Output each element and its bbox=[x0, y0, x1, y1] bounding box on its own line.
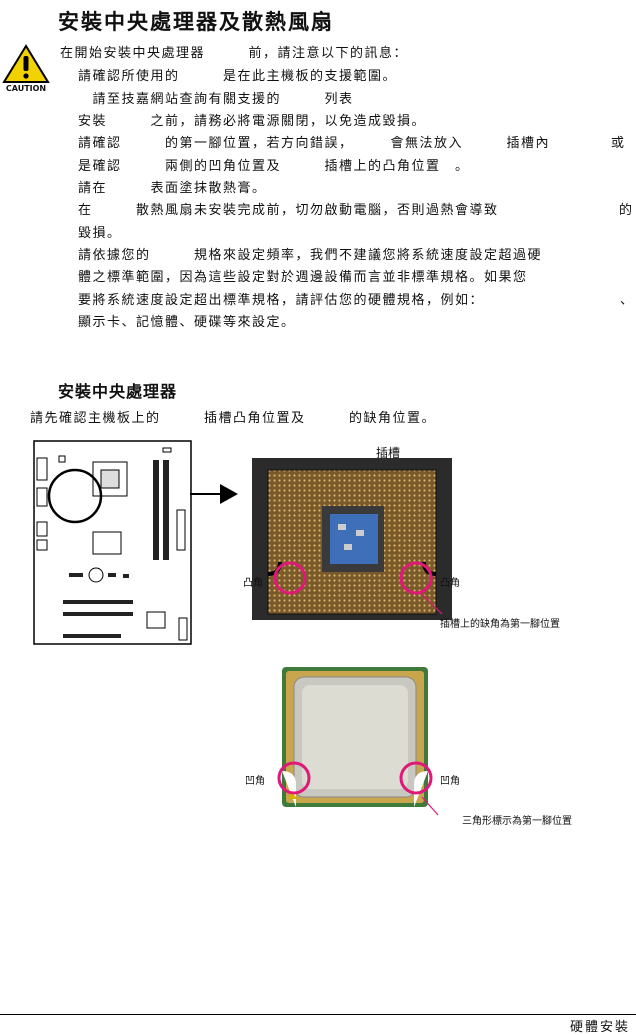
caution-line: 顯示卡、記憶體、硬碟等來設定。 bbox=[78, 315, 296, 330]
cpu-right-notch-highlight bbox=[399, 761, 433, 795]
motherboard-diagram bbox=[33, 440, 192, 645]
socket-label: 插槽 bbox=[376, 446, 401, 460]
caution-line: 請在 表面塗抹散熱膏。 bbox=[78, 181, 267, 196]
caution-icon: CAUTION bbox=[2, 44, 50, 98]
cpu-image bbox=[282, 667, 428, 807]
pointer-line bbox=[421, 593, 443, 615]
caution-line: 是確認 兩側的凹角位置及 插槽上的凸角位置 。 bbox=[78, 159, 470, 174]
caution-line: 安裝 之前，請務必將電源關閉，以免造成毀損。 bbox=[78, 114, 427, 129]
footer-label: 硬體安裝 bbox=[569, 1020, 630, 1035]
footer-rule bbox=[0, 1014, 636, 1015]
caution-line: 請至技嘉網站查詢有關支援的 列表 bbox=[78, 92, 354, 107]
cpu-right-notch-label: 凹角 bbox=[440, 776, 460, 787]
right-key-highlight bbox=[399, 561, 433, 595]
cpu-pin1-note: 三角形標示為第一腳位置 bbox=[462, 816, 572, 827]
cpu-left-notch-highlight bbox=[277, 761, 311, 795]
caution-line: 請確認 的第一腳位置，若方向錯誤， 會無法放入 插槽內 bbox=[78, 136, 551, 151]
caution-line: 請依據您的 規格來設定頻率，我們不建議您將系統速度設定超過硬 bbox=[78, 248, 543, 263]
caution-line: 體之標準範圍，因為這些設定對於週邊設備而言並非標準規格。如果您 bbox=[78, 270, 528, 285]
arrow-icon bbox=[190, 484, 238, 504]
caution-line: 毀損。 bbox=[78, 226, 122, 241]
left-key-highlight bbox=[273, 561, 307, 595]
caution-line: 在 散熱風扇未安裝完成前，切勿啟動電腦，否則過熱會導致 bbox=[78, 203, 543, 218]
section-title: 安裝中央處理器及散熱風扇 bbox=[58, 9, 334, 34]
caution-line: 要將系統速度設定超出標準規格，請評估您的硬體規格，例如： bbox=[78, 293, 485, 308]
socket-right-key-label: 凸角 bbox=[440, 578, 460, 589]
socket-pin1-note: 插槽上的缺角為第一腳位置 bbox=[440, 619, 560, 630]
caution-line: 或 bbox=[611, 136, 626, 151]
cpu-left-notch-label: 凹角 bbox=[245, 776, 265, 787]
socket-left-key-label: 凸角 bbox=[243, 578, 263, 589]
subsection-title: 安裝中央處理器 bbox=[58, 382, 178, 401]
caution-label: CAUTION bbox=[5, 84, 47, 93]
intro-line: 請先確認主機板上的 插槽凸角位置及 的缺角位置。 bbox=[30, 411, 437, 426]
caution-line: 請確認所使用的 是在此主機板的支援範圍。 bbox=[78, 69, 398, 84]
caution-line: 、 bbox=[620, 293, 635, 308]
caution-line-intro: 在開始安裝中央處理器 前，請注意以下的訊息： bbox=[60, 46, 409, 61]
pointer-line bbox=[421, 796, 439, 816]
caution-line: 的 bbox=[619, 203, 634, 218]
